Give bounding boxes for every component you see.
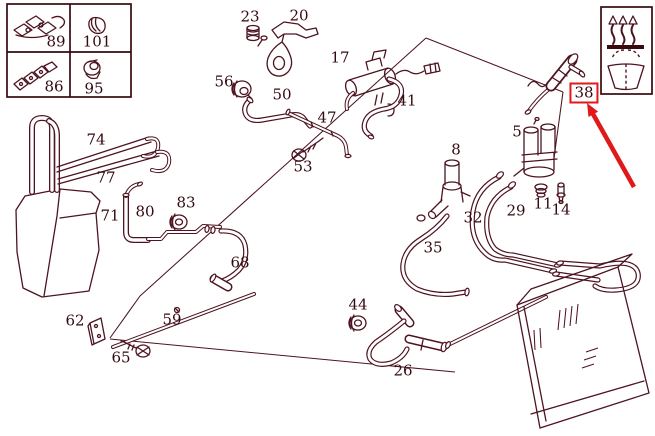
part-label-8: 8 xyxy=(451,140,461,159)
bracket-62 xyxy=(87,317,106,346)
part-label-38: 38 xyxy=(569,82,599,104)
valve-8 xyxy=(416,159,471,222)
part-label-77: 77 xyxy=(96,168,116,187)
part-label-35: 35 xyxy=(423,238,443,257)
part-label-14: 14 xyxy=(551,200,571,219)
part-label-29: 29 xyxy=(506,201,526,220)
part-label-65: 65 xyxy=(111,348,131,367)
clamp-56 xyxy=(231,80,253,100)
hvac-icon-panel xyxy=(600,6,653,95)
washer-reservoir xyxy=(15,188,101,298)
pipe-47 xyxy=(285,108,352,159)
part-label-74: 74 xyxy=(86,130,106,149)
panel-outline-lines xyxy=(109,37,564,373)
grommet-83 xyxy=(169,213,188,231)
grommet-101-icon xyxy=(88,16,106,35)
part-label-68: 68 xyxy=(230,253,250,272)
clamp-legend-grid xyxy=(6,3,132,98)
part-label-41: 41 xyxy=(397,91,417,110)
part-label-5: 5 xyxy=(512,122,522,141)
part-label-32: 32 xyxy=(463,208,483,227)
hose-68 xyxy=(209,231,246,287)
part-label-62: 62 xyxy=(65,311,85,330)
part-label-89: 89 xyxy=(46,32,66,51)
part-label-59: 59 xyxy=(162,310,182,329)
pipe-71-80-assembly xyxy=(122,181,222,240)
hose-41 xyxy=(344,79,402,140)
part-label-101: 101 xyxy=(82,32,112,51)
part-label-11: 11 xyxy=(533,194,553,213)
nut-23 xyxy=(246,24,260,42)
bracket-20 xyxy=(257,21,319,77)
part-label-95: 95 xyxy=(84,79,104,98)
part-label-53: 53 xyxy=(293,157,313,176)
part-label-47: 47 xyxy=(317,108,337,127)
heater-core xyxy=(516,253,650,429)
valve-stem-14 xyxy=(556,182,566,205)
washer-tube-38 xyxy=(524,53,586,115)
part-label-44: 44 xyxy=(348,295,368,314)
duo-valve-5 xyxy=(513,116,558,178)
part-label-56: 56 xyxy=(214,72,234,91)
part-label-83: 83 xyxy=(176,193,196,212)
part-label-26: 26 xyxy=(393,361,413,380)
reservoir-tubes xyxy=(32,118,57,192)
part-label-80: 80 xyxy=(135,202,155,221)
hose-35 xyxy=(403,216,470,296)
screw-65 xyxy=(120,340,151,358)
grommet-44 xyxy=(348,314,367,332)
part-label-86: 86 xyxy=(44,77,64,96)
bolt-53 xyxy=(291,137,324,162)
hose-50 xyxy=(245,96,310,126)
washer-pump-17 xyxy=(344,49,441,117)
heater-core-pipes xyxy=(552,260,638,290)
highlight-arrow xyxy=(587,103,637,189)
part-label-50: 50 xyxy=(272,85,292,104)
part-label-23: 23 xyxy=(240,7,260,26)
hoses-29-32 xyxy=(472,171,563,274)
hose-26 xyxy=(369,295,548,364)
washer-hoses-74-77 xyxy=(56,136,172,185)
heater-airflow-icon xyxy=(607,15,644,49)
clamp-cluster-89-icon xyxy=(13,15,66,39)
clip-95-icon xyxy=(83,59,101,80)
clamp-cluster-86-icon xyxy=(13,61,58,91)
part-label-20: 20 xyxy=(289,6,309,25)
part-label-17: 17 xyxy=(330,48,350,67)
rod-59 xyxy=(111,292,256,349)
windshield-washer-icon xyxy=(607,49,645,91)
cap-11 xyxy=(534,183,548,198)
part-label-71: 71 xyxy=(100,206,120,225)
